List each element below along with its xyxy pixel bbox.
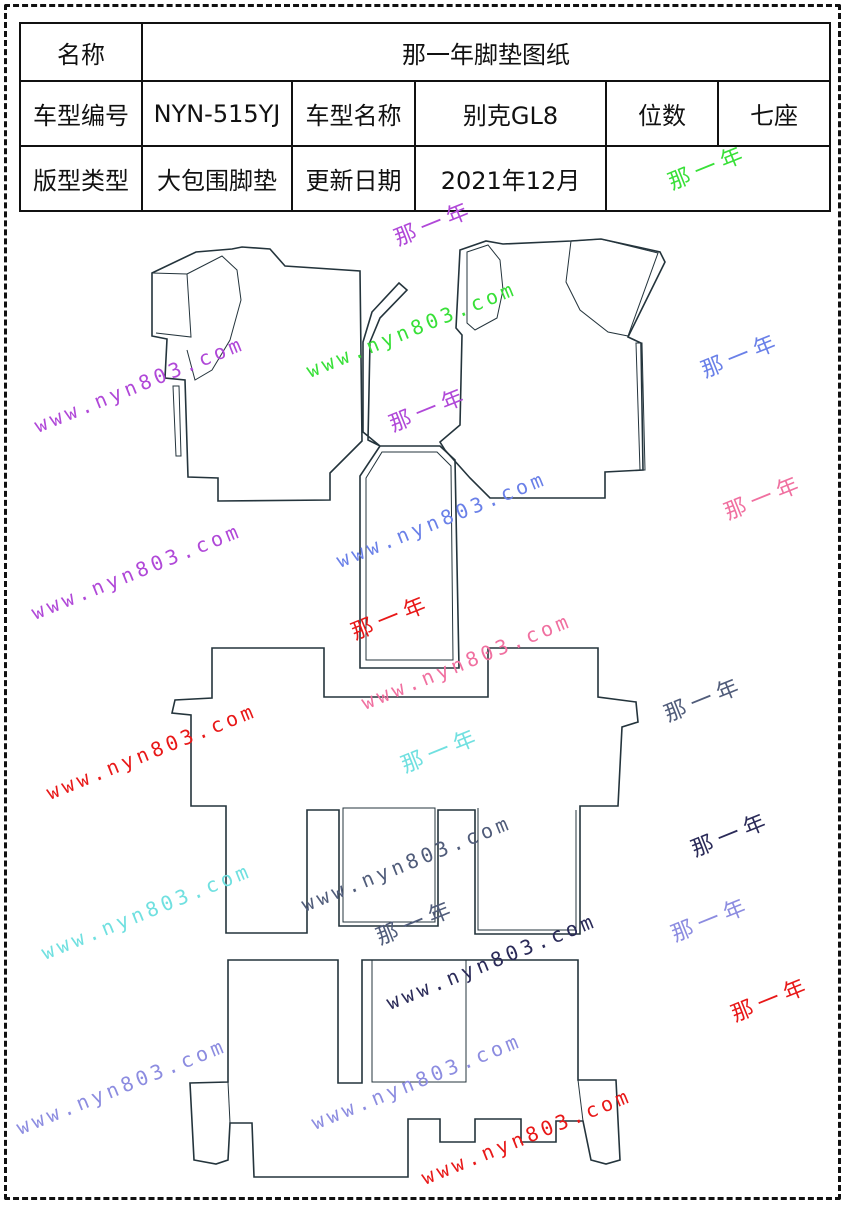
mat-front-left: [151, 246, 363, 502]
page-border: [4, 4, 841, 1200]
name-label: 名称: [19, 22, 143, 82]
watermark-brand: 那一年: [728, 973, 815, 1028]
spec-row-name: 名称 那一年脚垫图纸: [19, 22, 831, 82]
watermark-url: www.nyn803.com: [13, 1033, 230, 1139]
watermark-brand: 那一年: [688, 808, 775, 863]
watermark-brand: 那一年: [698, 329, 785, 384]
watermark-brand: 那一年: [398, 724, 485, 779]
watermark-brand: 那一年: [348, 591, 435, 646]
model-name-label: 车型名称: [291, 80, 416, 147]
spec-row-model: 车型编号 NYN-515YJ 车型名称 别克GL8 位数 七座: [19, 80, 831, 147]
watermark-url: www.nyn803.com: [31, 331, 248, 437]
watermark-url: www.nyn803.com: [298, 810, 515, 916]
mat-center-strip: [359, 281, 460, 669]
seats-value: 七座: [717, 80, 831, 147]
type-value: 大包围脚垫: [141, 145, 293, 212]
watermark-brand: 那一年: [386, 383, 473, 438]
spec-row-type: 版型类型 大包围脚垫 更新日期 2021年12月: [19, 145, 831, 212]
mat-front-right: [438, 238, 666, 499]
watermark-url: www.nyn803.com: [418, 1083, 635, 1189]
date-label: 更新日期: [291, 145, 416, 212]
watermark-url: www.nyn803.com: [43, 698, 260, 804]
watermark-brand: 那一年: [661, 673, 748, 728]
empty-cell: [605, 145, 831, 212]
watermark-url: www.nyn803.com: [303, 276, 520, 382]
watermark-brand: 那一年: [391, 197, 478, 252]
model-code-value: NYN-515YJ: [141, 80, 293, 147]
type-label: 版型类型: [19, 145, 143, 212]
watermark-url: www.nyn803.com: [38, 858, 255, 964]
name-value: 那一年脚垫图纸: [141, 22, 831, 82]
model-code-label: 车型编号: [19, 80, 143, 147]
date-value: 2021年12月: [414, 145, 607, 212]
watermark-brand: 那一年: [373, 896, 460, 951]
seats-label: 位数: [605, 80, 719, 147]
mat-second-row: [171, 647, 639, 935]
mat-third-row: [189, 959, 621, 1178]
watermark-brand: 那一年: [721, 471, 808, 526]
model-name-value: 别克GL8: [414, 80, 607, 147]
watermark-url: www.nyn803.com: [28, 518, 245, 624]
watermark-url: www.nyn803.com: [333, 466, 550, 572]
watermark-brand: 那一年: [665, 141, 752, 196]
spec-table: 名称 那一年脚垫图纸 车型编号 NYN-515YJ 车型名称 别克GL8 位数 …: [19, 22, 831, 212]
watermark-brand: 那一年: [668, 893, 755, 948]
